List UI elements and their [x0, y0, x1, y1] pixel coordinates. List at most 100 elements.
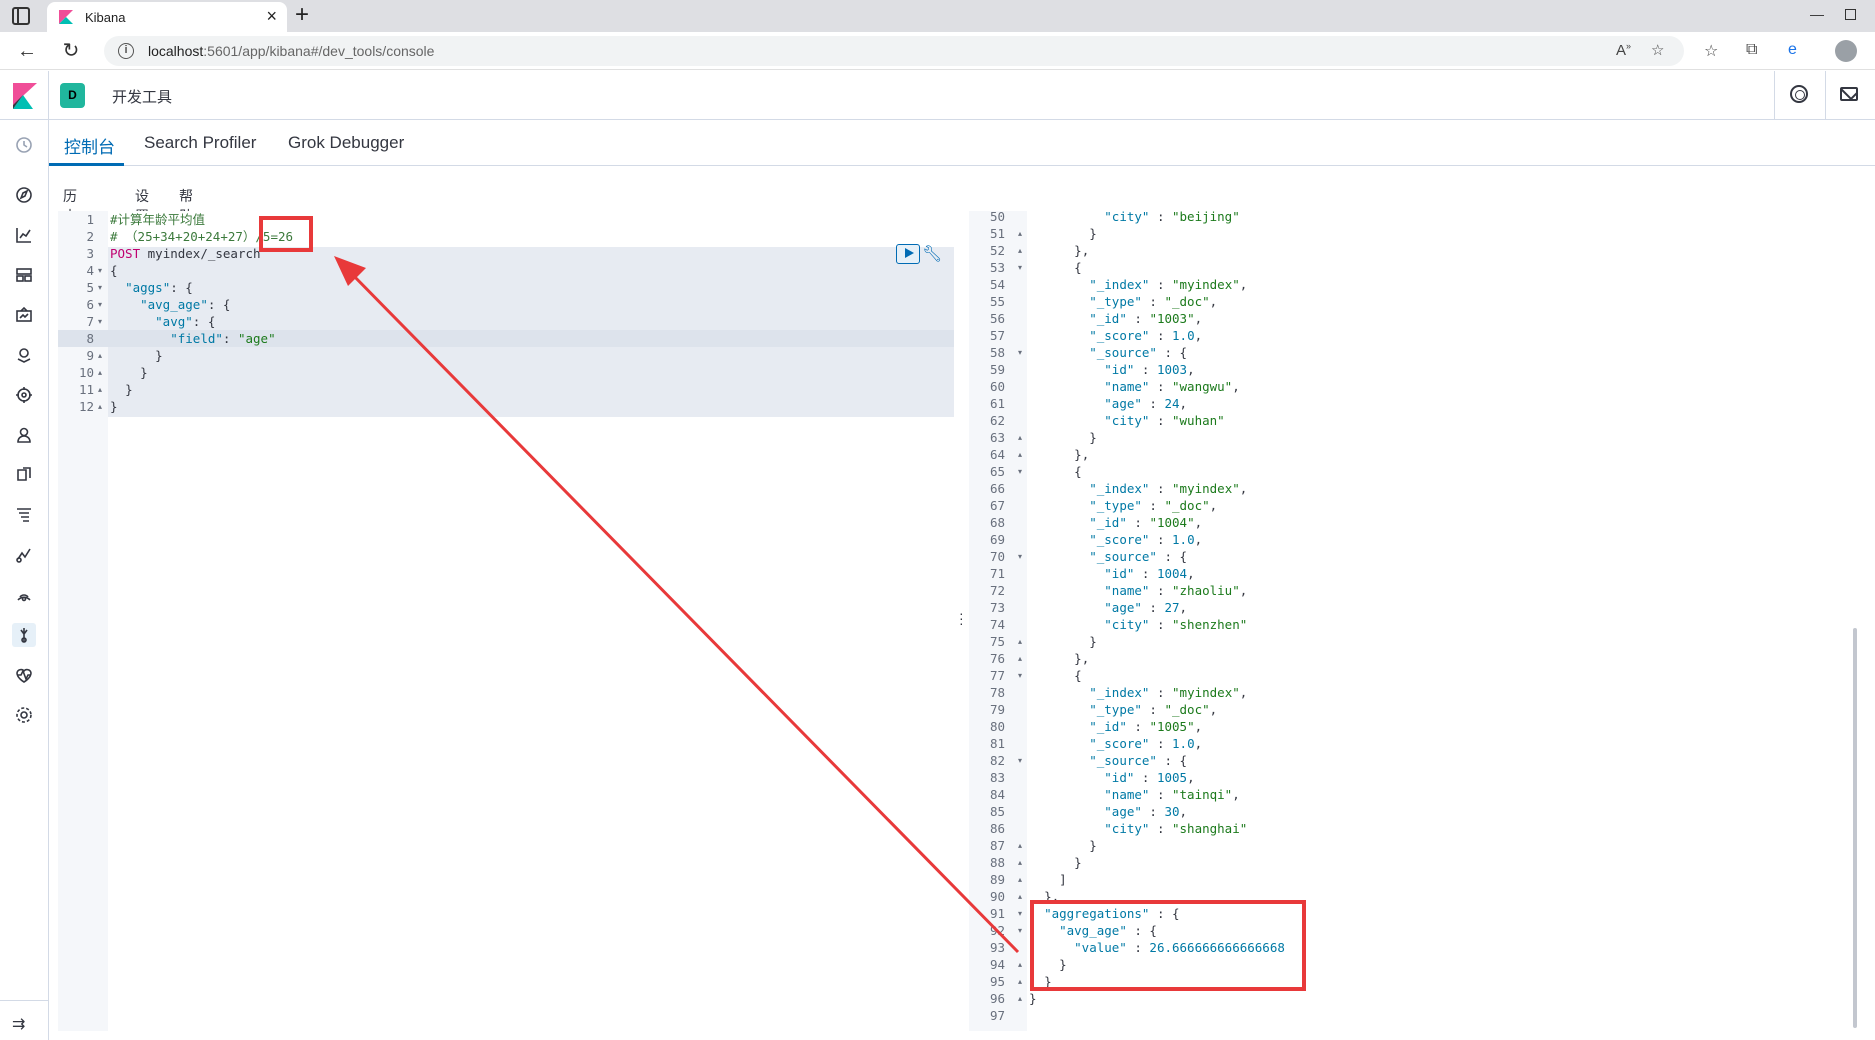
- fold-toggle-icon[interactable]: ▾: [1018, 348, 1023, 357]
- fold-toggle-icon[interactable]: ▾: [1018, 263, 1023, 272]
- response-editor[interactable]: 50 "city" : "beijing"51▴ }52▴ },53▾ {54 …: [969, 209, 1857, 1031]
- fold-toggle-icon[interactable]: ▾: [98, 283, 103, 292]
- fold-toggle-icon[interactable]: ▴: [1018, 960, 1023, 969]
- tab-console[interactable]: 控制台: [64, 138, 115, 157]
- tab-search-profiler[interactable]: Search Profiler: [144, 133, 257, 152]
- line-number: 71: [989, 566, 1005, 581]
- help-icon[interactable]: [1790, 85, 1808, 103]
- fold-toggle-icon[interactable]: ▾: [98, 317, 103, 326]
- fold-toggle-icon[interactable]: ▾: [1018, 552, 1023, 561]
- fold-toggle-icon[interactable]: ▴: [1018, 229, 1023, 238]
- monitoring-heartbeat-icon[interactable]: [12, 663, 36, 687]
- fold-toggle-icon[interactable]: ▴: [1018, 977, 1023, 986]
- maps-icon[interactable]: [12, 343, 36, 367]
- back-arrow-icon[interactable]: ←: [17, 40, 37, 62]
- url-path: :5601/app/kibana#/dev_tools/console: [203, 43, 435, 59]
- fold-toggle-icon[interactable]: ▾: [1018, 756, 1023, 765]
- fold-toggle-icon[interactable]: ▾: [1018, 467, 1023, 476]
- logs-icon[interactable]: [12, 463, 36, 487]
- reload-icon[interactable]: ↻: [62, 40, 80, 62]
- fold-toggle-icon[interactable]: ▴: [1018, 841, 1023, 850]
- code-line: "_index" : "myindex",: [1089, 277, 1248, 292]
- window-restore-icon[interactable]: [1845, 9, 1856, 20]
- fold-toggle-icon[interactable]: ▴: [1018, 994, 1023, 1003]
- uptime-icon[interactable]: [12, 543, 36, 567]
- fold-toggle-icon[interactable]: ▾: [98, 266, 103, 275]
- tab-grok-debugger[interactable]: Grok Debugger: [288, 133, 405, 152]
- fold-toggle-icon[interactable]: ▴: [1018, 246, 1023, 255]
- code-line: "value" : 26.666666666666668: [1074, 940, 1285, 955]
- siem-icon[interactable]: [12, 583, 36, 607]
- line-number: 1: [86, 212, 94, 227]
- line-number: 82: [989, 753, 1005, 768]
- code-line: "_index" : "myindex",: [1089, 481, 1248, 496]
- line-number: 97: [989, 1008, 1005, 1023]
- code-line: }: [140, 365, 148, 380]
- code-line: "city" : "shenzhen": [1104, 617, 1248, 632]
- tab-close-icon[interactable]: ×: [266, 6, 277, 26]
- line-number: 50: [989, 209, 1005, 224]
- line-number: 88: [989, 855, 1005, 870]
- kibana-logo-icon[interactable]: [13, 83, 37, 109]
- machine-learning-icon[interactable]: [12, 383, 36, 407]
- fold-toggle-icon[interactable]: ▴: [98, 351, 103, 360]
- browser-tab-kibana[interactable]: Kibana ×: [47, 2, 287, 32]
- newsfeed-mail-icon[interactable]: [1840, 87, 1858, 101]
- fold-toggle-icon[interactable]: ▾: [1018, 909, 1023, 918]
- code-line: "aggregations" : {: [1044, 906, 1180, 921]
- fold-toggle-icon[interactable]: ▴: [1018, 892, 1023, 901]
- fold-toggle-icon[interactable]: ▾: [1018, 926, 1023, 935]
- apm-icon[interactable]: [12, 503, 36, 527]
- fold-toggle-icon[interactable]: ▴: [98, 368, 103, 377]
- code-line: {: [110, 263, 118, 278]
- fold-toggle-icon[interactable]: ▴: [1018, 433, 1023, 442]
- management-gear-icon[interactable]: [12, 703, 36, 727]
- canvas-icon[interactable]: [12, 303, 36, 327]
- fold-toggle-icon[interactable]: ▴: [1018, 654, 1023, 663]
- fold-toggle-icon[interactable]: ▾: [1018, 671, 1023, 680]
- dev-tools-wrench-icon[interactable]: [12, 623, 36, 647]
- dashboard-icon[interactable]: [12, 263, 36, 287]
- users-icon[interactable]: [12, 423, 36, 447]
- kibana-header: D 开发工具: [0, 71, 1875, 120]
- read-aloud-icon[interactable]: A»: [1616, 41, 1632, 59]
- recently-viewed-clock-icon[interactable]: [12, 133, 36, 157]
- new-tab-icon[interactable]: +: [295, 1, 310, 28]
- visualize-chart-icon[interactable]: [12, 223, 36, 247]
- code-line: "name" : "zhaoliu",: [1104, 583, 1248, 598]
- fold-toggle-icon[interactable]: ▴: [1018, 875, 1023, 884]
- code-line: "age" : 24,: [1104, 396, 1188, 411]
- collapse-nav-icon[interactable]: ⇉: [12, 1016, 26, 1033]
- fold-toggle-icon[interactable]: ▴: [98, 385, 103, 394]
- edge-extension-icon[interactable]: e: [1788, 41, 1797, 58]
- fold-toggle-icon[interactable]: ▴: [98, 402, 103, 411]
- tab-actions-icon[interactable]: [12, 7, 30, 25]
- window-minimize-icon[interactable]: —: [1810, 6, 1824, 22]
- line-number: 84: [989, 787, 1005, 802]
- resizer-handle-icon[interactable]: ···: [959, 605, 964, 631]
- fold-toggle-icon[interactable]: ▴: [1018, 450, 1023, 459]
- send-request-play-icon[interactable]: [896, 244, 920, 264]
- response-scrollbar[interactable]: [1853, 628, 1857, 1028]
- tab-title: Kibana: [85, 10, 126, 25]
- collections-icon[interactable]: ⧉: [1746, 41, 1758, 58]
- code-line: "id" : 1005,: [1104, 770, 1195, 785]
- space-avatar[interactable]: D: [60, 83, 85, 108]
- add-favorite-icon[interactable]: ☆: [1651, 42, 1665, 59]
- site-info-icon[interactable]: i: [118, 43, 134, 59]
- fold-toggle-icon[interactable]: ▴: [1018, 858, 1023, 867]
- url-input[interactable]: i localhost:5601/app/kibana#/dev_tools/c…: [104, 36, 1684, 66]
- discover-compass-icon[interactable]: [12, 183, 36, 207]
- profile-avatar-icon[interactable]: [1835, 40, 1857, 62]
- fold-toggle-icon[interactable]: ▴: [1018, 637, 1023, 646]
- line-number: 78: [989, 685, 1005, 700]
- code-line: }: [1074, 855, 1082, 870]
- line-number: 61: [989, 396, 1005, 411]
- fold-toggle-icon[interactable]: ▾: [98, 300, 103, 309]
- code-line: "_type" : "_doc",: [1089, 702, 1218, 717]
- favorites-icon[interactable]: ☆: [1704, 43, 1719, 60]
- editor-resizer[interactable]: ···: [955, 211, 969, 1031]
- request-actions-wrench-icon[interactable]: 🔧︎: [922, 246, 943, 263]
- code-line: #计算年龄平均值: [110, 212, 206, 227]
